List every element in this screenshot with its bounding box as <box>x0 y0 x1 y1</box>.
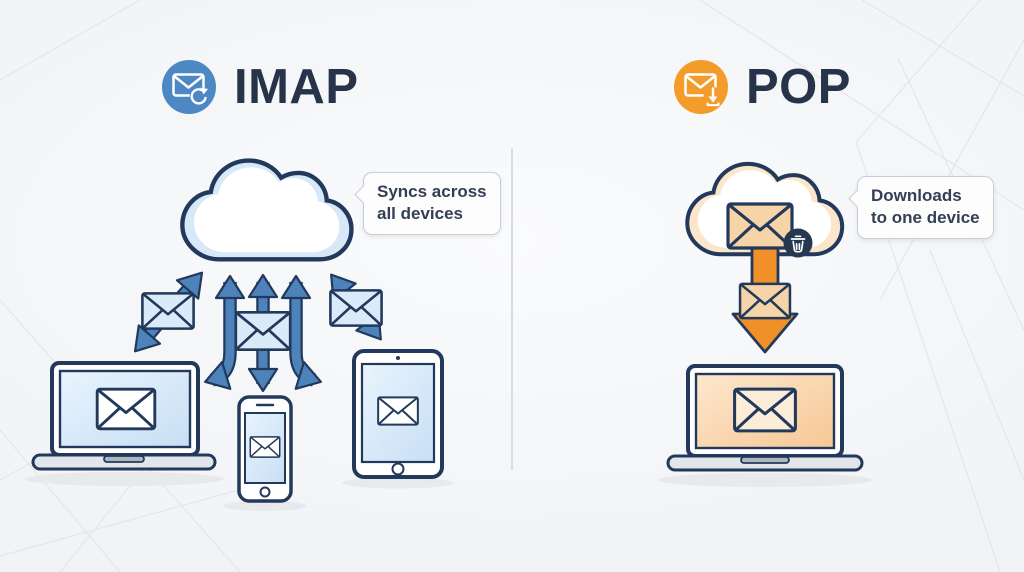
pop-callout-line1: Downloads <box>871 186 962 205</box>
mail-envelope-icon <box>377 396 419 426</box>
imap-cloud-icon <box>182 161 351 260</box>
trash-icon <box>783 228 813 258</box>
mail-envelope-icon <box>249 436 281 458</box>
pop-callout-line2: to one device <box>871 208 980 228</box>
imap-callout-line2: all devices <box>377 204 464 224</box>
imap-illustration <box>24 161 454 511</box>
mail-envelope-icon <box>726 202 794 250</box>
pop-title: POP <box>746 59 851 114</box>
imap-header: IMAP <box>160 58 359 116</box>
pop-header: POP <box>672 58 851 116</box>
pop-illustration <box>657 164 873 487</box>
pop-laptop-icon <box>657 364 873 487</box>
mail-envelope-icon <box>733 387 797 433</box>
envelope-sync-icon <box>162 60 216 114</box>
imap-phone-icon <box>223 395 307 511</box>
imap-sync-arrows <box>123 262 394 397</box>
pop-callout-bubble: Downloads to one device <box>857 176 994 240</box>
imap-callout-bubble: Syncs across all devices <box>363 172 501 236</box>
envelope-download-icon <box>674 60 728 114</box>
section-divider <box>511 148 513 470</box>
imap-callout-line1: Syncs across <box>377 182 487 201</box>
mail-envelope-icon <box>329 289 383 327</box>
imap-tablet-icon <box>342 349 454 489</box>
mail-envelope-icon <box>738 282 792 320</box>
mail-envelope-icon <box>95 387 157 431</box>
mail-envelope-icon <box>141 292 195 330</box>
imap-laptop-icon <box>24 361 224 486</box>
imap-title: IMAP <box>234 59 359 114</box>
mail-envelope-icon <box>234 310 292 352</box>
